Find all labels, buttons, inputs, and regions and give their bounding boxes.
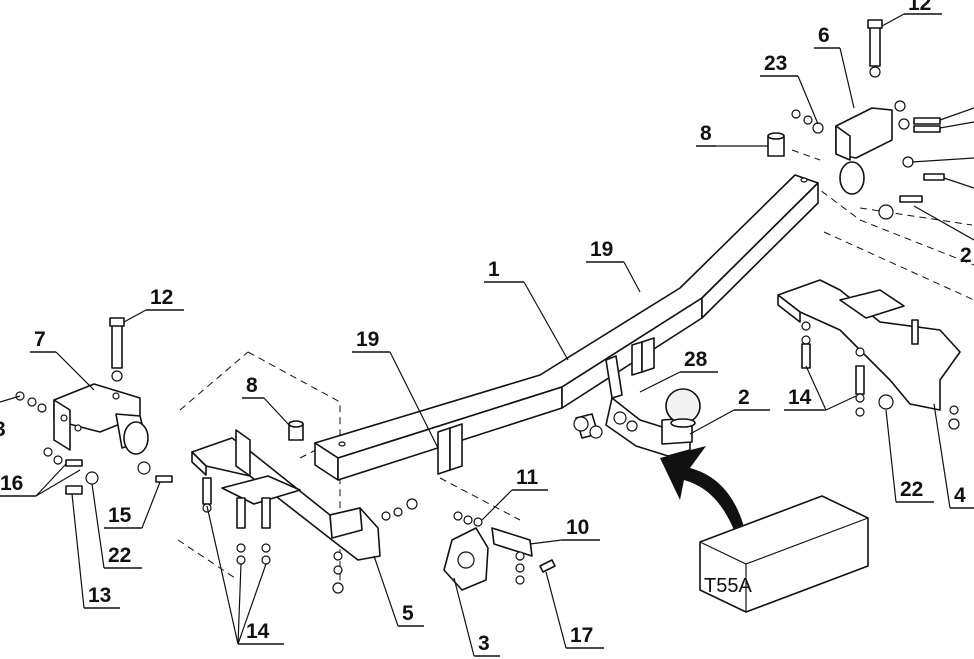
model-code-box: T55A bbox=[699, 495, 869, 613]
callout-4: 4 bbox=[954, 484, 966, 507]
callout-11: 11 bbox=[516, 466, 539, 489]
insertion-arrow bbox=[660, 446, 748, 546]
right-bracket-part-4 bbox=[777, 279, 961, 430]
left-bracket-part-5 bbox=[191, 420, 418, 594]
callout-22-right: 22 bbox=[900, 478, 923, 501]
callout-17: 17 bbox=[570, 624, 593, 647]
right-sidemember-bracket-part-6 bbox=[767, 19, 945, 220]
tow-ball-part-2 bbox=[573, 355, 701, 457]
callout-2: 2 bbox=[738, 386, 750, 409]
callout-2-cut: 2 bbox=[960, 244, 972, 267]
callout-8-left: 8 bbox=[246, 374, 258, 397]
callout-14-right: 14 bbox=[788, 386, 812, 409]
callout-12-right: 12 bbox=[908, 0, 931, 15]
callout-16: 16 bbox=[0, 472, 23, 495]
callout-6: 6 bbox=[818, 24, 830, 47]
callout-19-right: 19 bbox=[590, 238, 613, 261]
callout-13: 13 bbox=[88, 584, 111, 607]
callout-5: 5 bbox=[402, 602, 414, 625]
callout-15: 15 bbox=[108, 504, 132, 527]
left-bracket-bolts bbox=[202, 477, 418, 594]
crossbar-part-1 bbox=[314, 174, 819, 481]
callout-28: 28 bbox=[684, 348, 708, 371]
callout-7: 7 bbox=[34, 328, 46, 351]
callout-1: 1 bbox=[488, 258, 500, 281]
socket-plate-part-3 bbox=[443, 511, 556, 591]
callout-19-left: 19 bbox=[356, 328, 379, 351]
callout-10: 10 bbox=[566, 516, 589, 539]
callout-3-cut: 3 bbox=[0, 418, 6, 441]
callout-23: 23 bbox=[764, 52, 787, 75]
callout-14-left: 14 bbox=[246, 620, 270, 643]
callout-22-left: 22 bbox=[108, 544, 131, 567]
callout-8-right: 8 bbox=[700, 122, 712, 145]
model-code-label: T55A bbox=[704, 575, 752, 597]
left-sidemember-bracket-part-7 bbox=[15, 317, 173, 495]
callout-3: 3 bbox=[478, 632, 490, 655]
callout-12-left: 12 bbox=[150, 286, 173, 309]
